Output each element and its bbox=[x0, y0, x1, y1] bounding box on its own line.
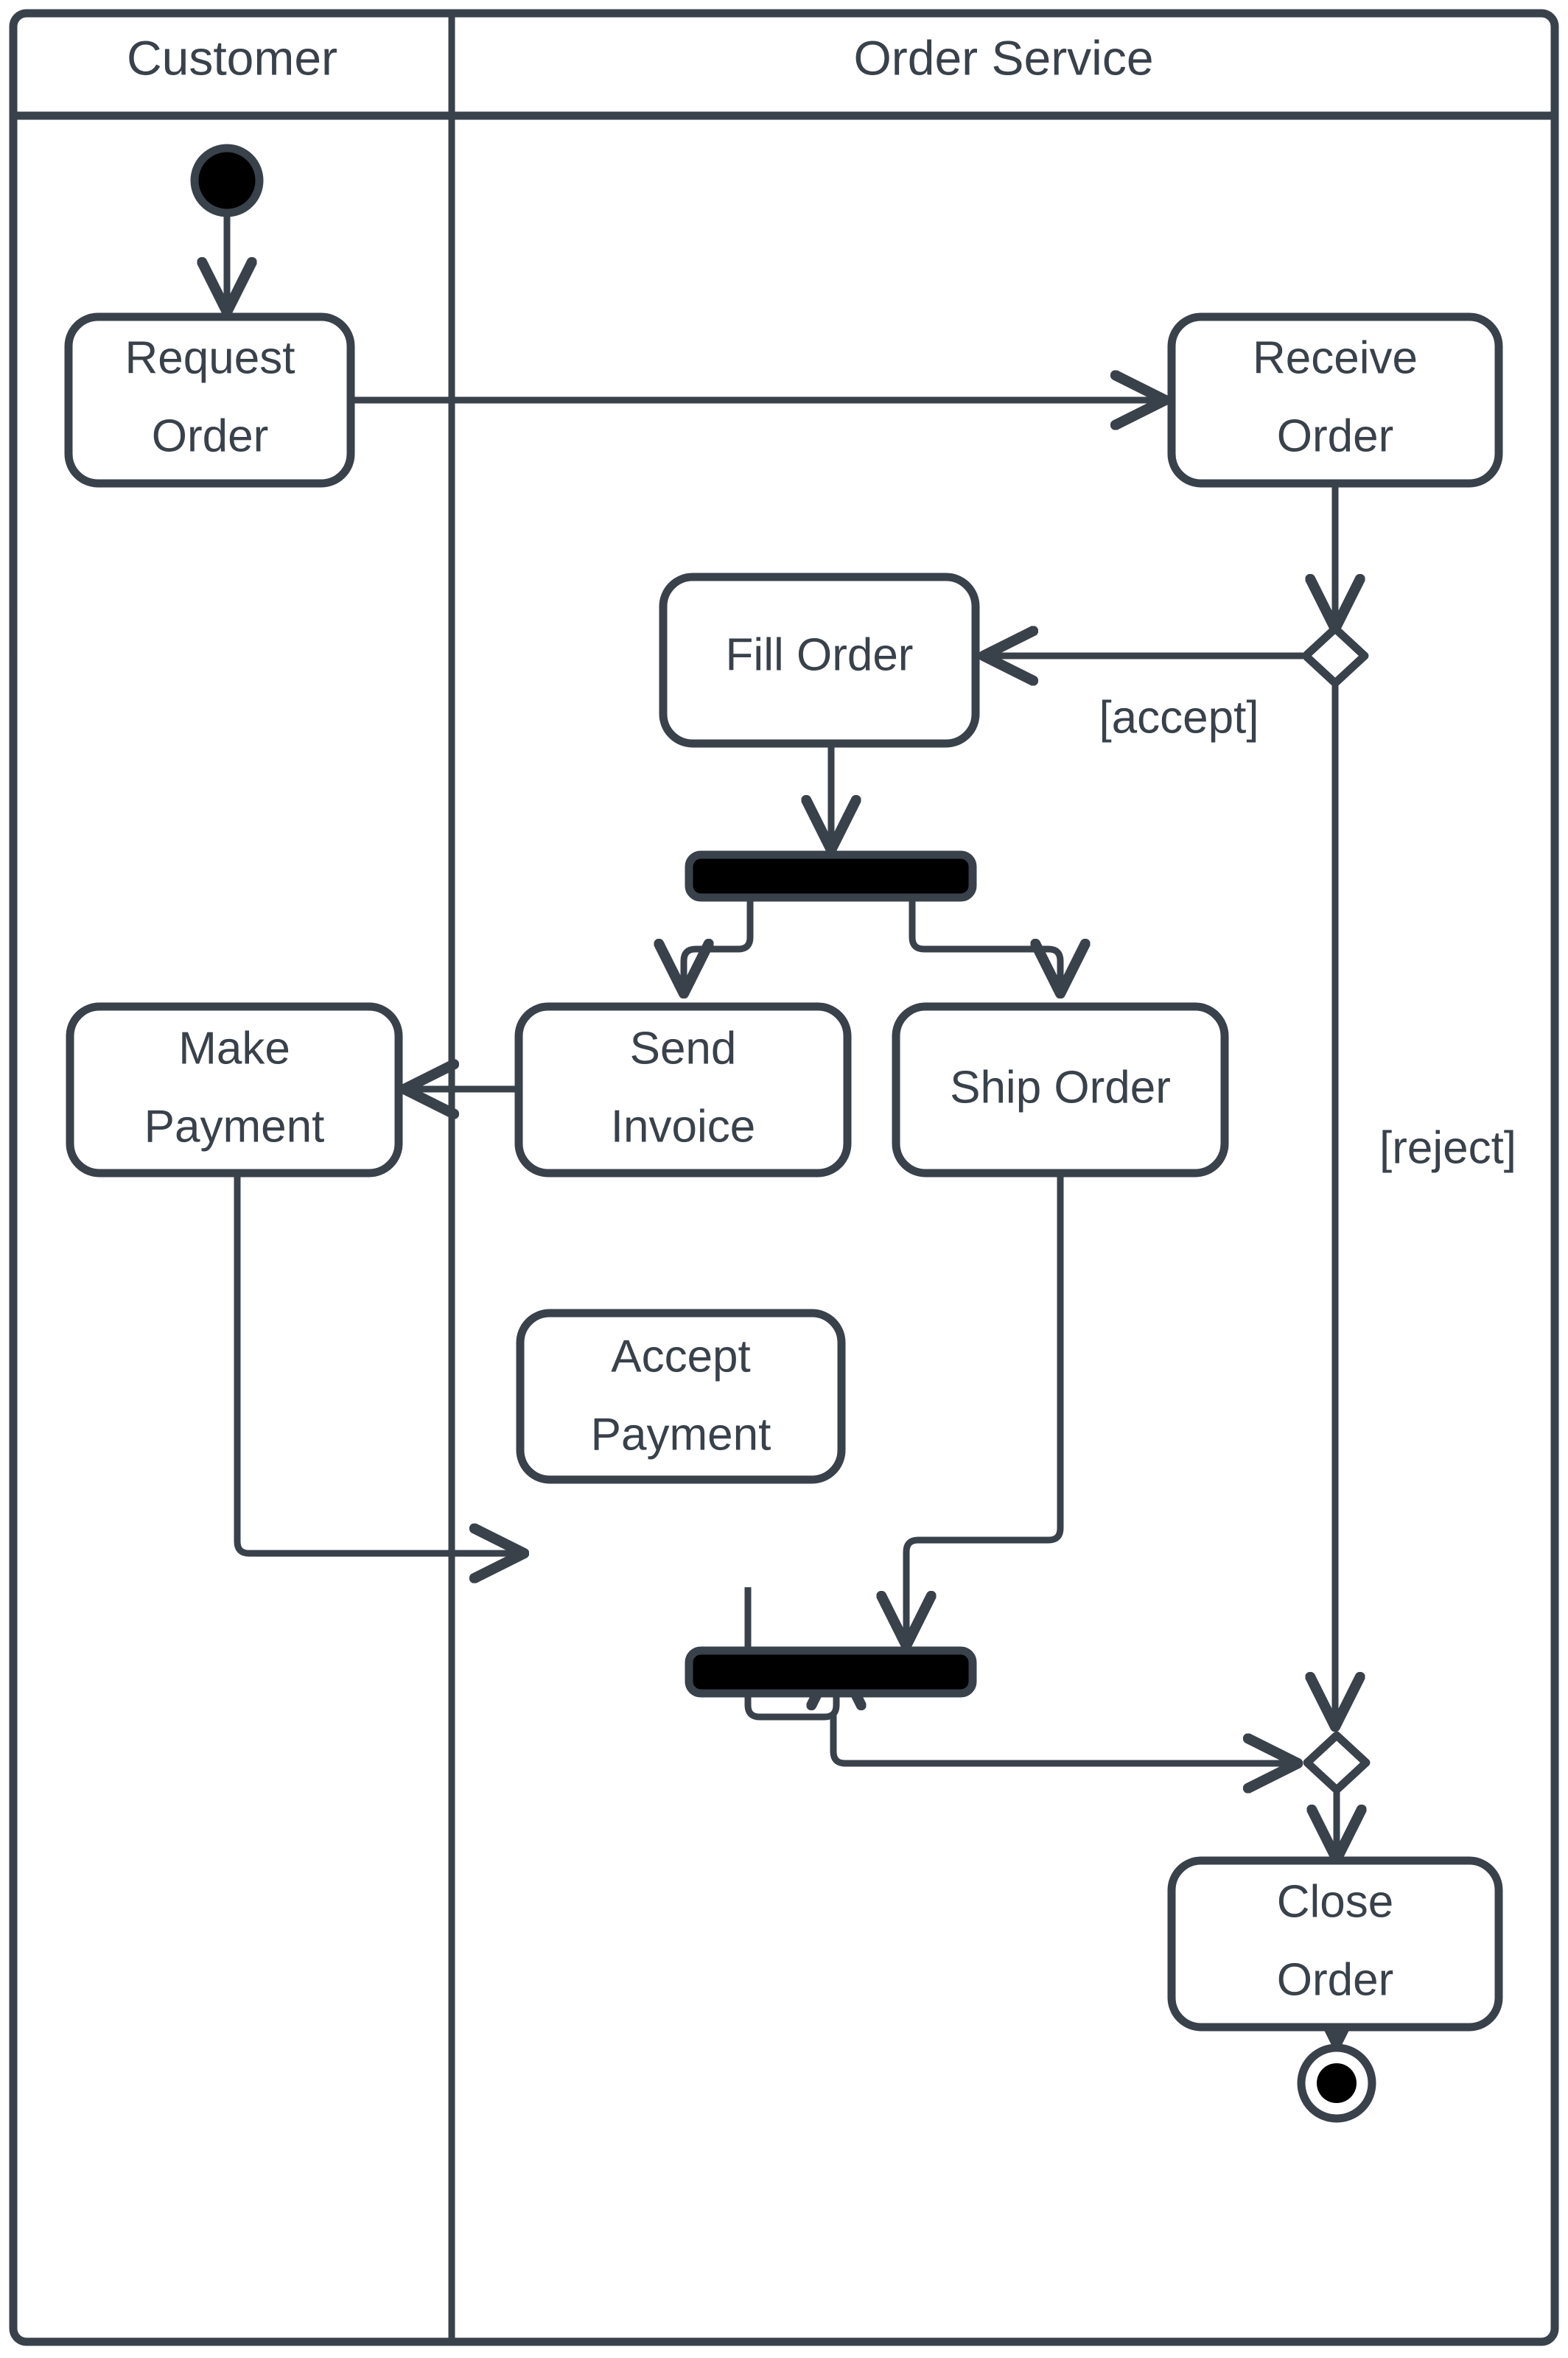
action-receive-order-shape[interactable] bbox=[1167, 312, 1503, 488]
edge-fork-to-ship-order bbox=[909, 900, 1060, 991]
action-ship-order[interactable]: Ship Order bbox=[892, 1002, 1229, 1178]
join-node[interactable] bbox=[685, 1646, 977, 1698]
action-accept-payment-shape[interactable] bbox=[516, 1309, 846, 1484]
action-receive-order-label-2: Order bbox=[1277, 410, 1393, 461]
action-request-order[interactable]: Request Order bbox=[64, 312, 355, 488]
action-close-order[interactable]: Close Order bbox=[1167, 1856, 1503, 2032]
edge-join-to-merge bbox=[830, 1712, 1295, 1763]
merge-node-shape[interactable] bbox=[1303, 1731, 1371, 1794]
fork-node-shape[interactable] bbox=[685, 850, 977, 902]
final-node[interactable] bbox=[1297, 2043, 1376, 2123]
guard-label-reject: [reject] bbox=[1379, 1122, 1516, 1173]
action-accept-payment[interactable]: Accept Payment bbox=[516, 1309, 846, 1484]
action-fill-order-shape[interactable] bbox=[659, 573, 980, 748]
action-send-invoice-shape[interactable] bbox=[514, 1002, 852, 1178]
lane-title-customer: Customer bbox=[127, 30, 337, 85]
action-close-order-label-2: Order bbox=[1277, 1954, 1393, 2005]
merge-node[interactable] bbox=[1303, 1731, 1371, 1794]
action-request-order-shape[interactable] bbox=[64, 312, 355, 488]
initial-node[interactable] bbox=[190, 144, 264, 217]
action-send-invoice-label-2: Invoice bbox=[611, 1101, 755, 1152]
action-send-invoice[interactable]: Send Invoice bbox=[514, 1002, 852, 1178]
action-fill-order[interactable]: Fill Order bbox=[659, 573, 980, 748]
edge-accept-payment-to-join bbox=[744, 1587, 836, 1721]
action-close-order-label-1: Close bbox=[1277, 1876, 1394, 1927]
swimlane-outer-border bbox=[9, 9, 1559, 2346]
edge-make-payment-to-accept-payment bbox=[234, 1173, 522, 1553]
action-make-payment[interactable]: Make Payment bbox=[66, 1002, 403, 1178]
edge-layer bbox=[227, 217, 1337, 2041]
decision-node-accept-reject[interactable] bbox=[1301, 624, 1369, 688]
edge-fork-to-send-invoice bbox=[684, 900, 754, 991]
action-make-payment-label-2: Payment bbox=[144, 1101, 325, 1152]
lane-title-order-service: Order Service bbox=[853, 30, 1153, 85]
action-receive-order[interactable]: Receive Order bbox=[1167, 312, 1503, 488]
final-node-inner-dot bbox=[1317, 2063, 1357, 2103]
fork-node[interactable] bbox=[685, 850, 977, 902]
action-send-invoice-label-1: Send bbox=[630, 1023, 737, 1074]
action-ship-order-shape[interactable] bbox=[892, 1002, 1229, 1178]
action-fill-order-label-1: Fill Order bbox=[726, 629, 914, 680]
action-close-order-shape[interactable] bbox=[1167, 1856, 1503, 2032]
action-make-payment-shape[interactable] bbox=[66, 1002, 403, 1178]
edge-ship-order-to-join bbox=[906, 1173, 1064, 1643]
guard-label-accept: [accept] bbox=[1099, 692, 1259, 743]
action-accept-payment-label-2: Payment bbox=[591, 1409, 771, 1460]
action-ship-order-label-1: Ship Order bbox=[950, 1062, 1171, 1113]
action-request-order-label-2: Order bbox=[152, 410, 268, 461]
action-receive-order-label-1: Receive bbox=[1253, 332, 1418, 383]
action-accept-payment-label-1: Accept bbox=[611, 1331, 751, 1382]
join-node-shape[interactable] bbox=[685, 1646, 977, 1698]
decision-node-shape[interactable] bbox=[1301, 624, 1369, 688]
action-make-payment-label-1: Make bbox=[178, 1023, 290, 1074]
action-request-order-label-1: Request bbox=[125, 332, 295, 383]
